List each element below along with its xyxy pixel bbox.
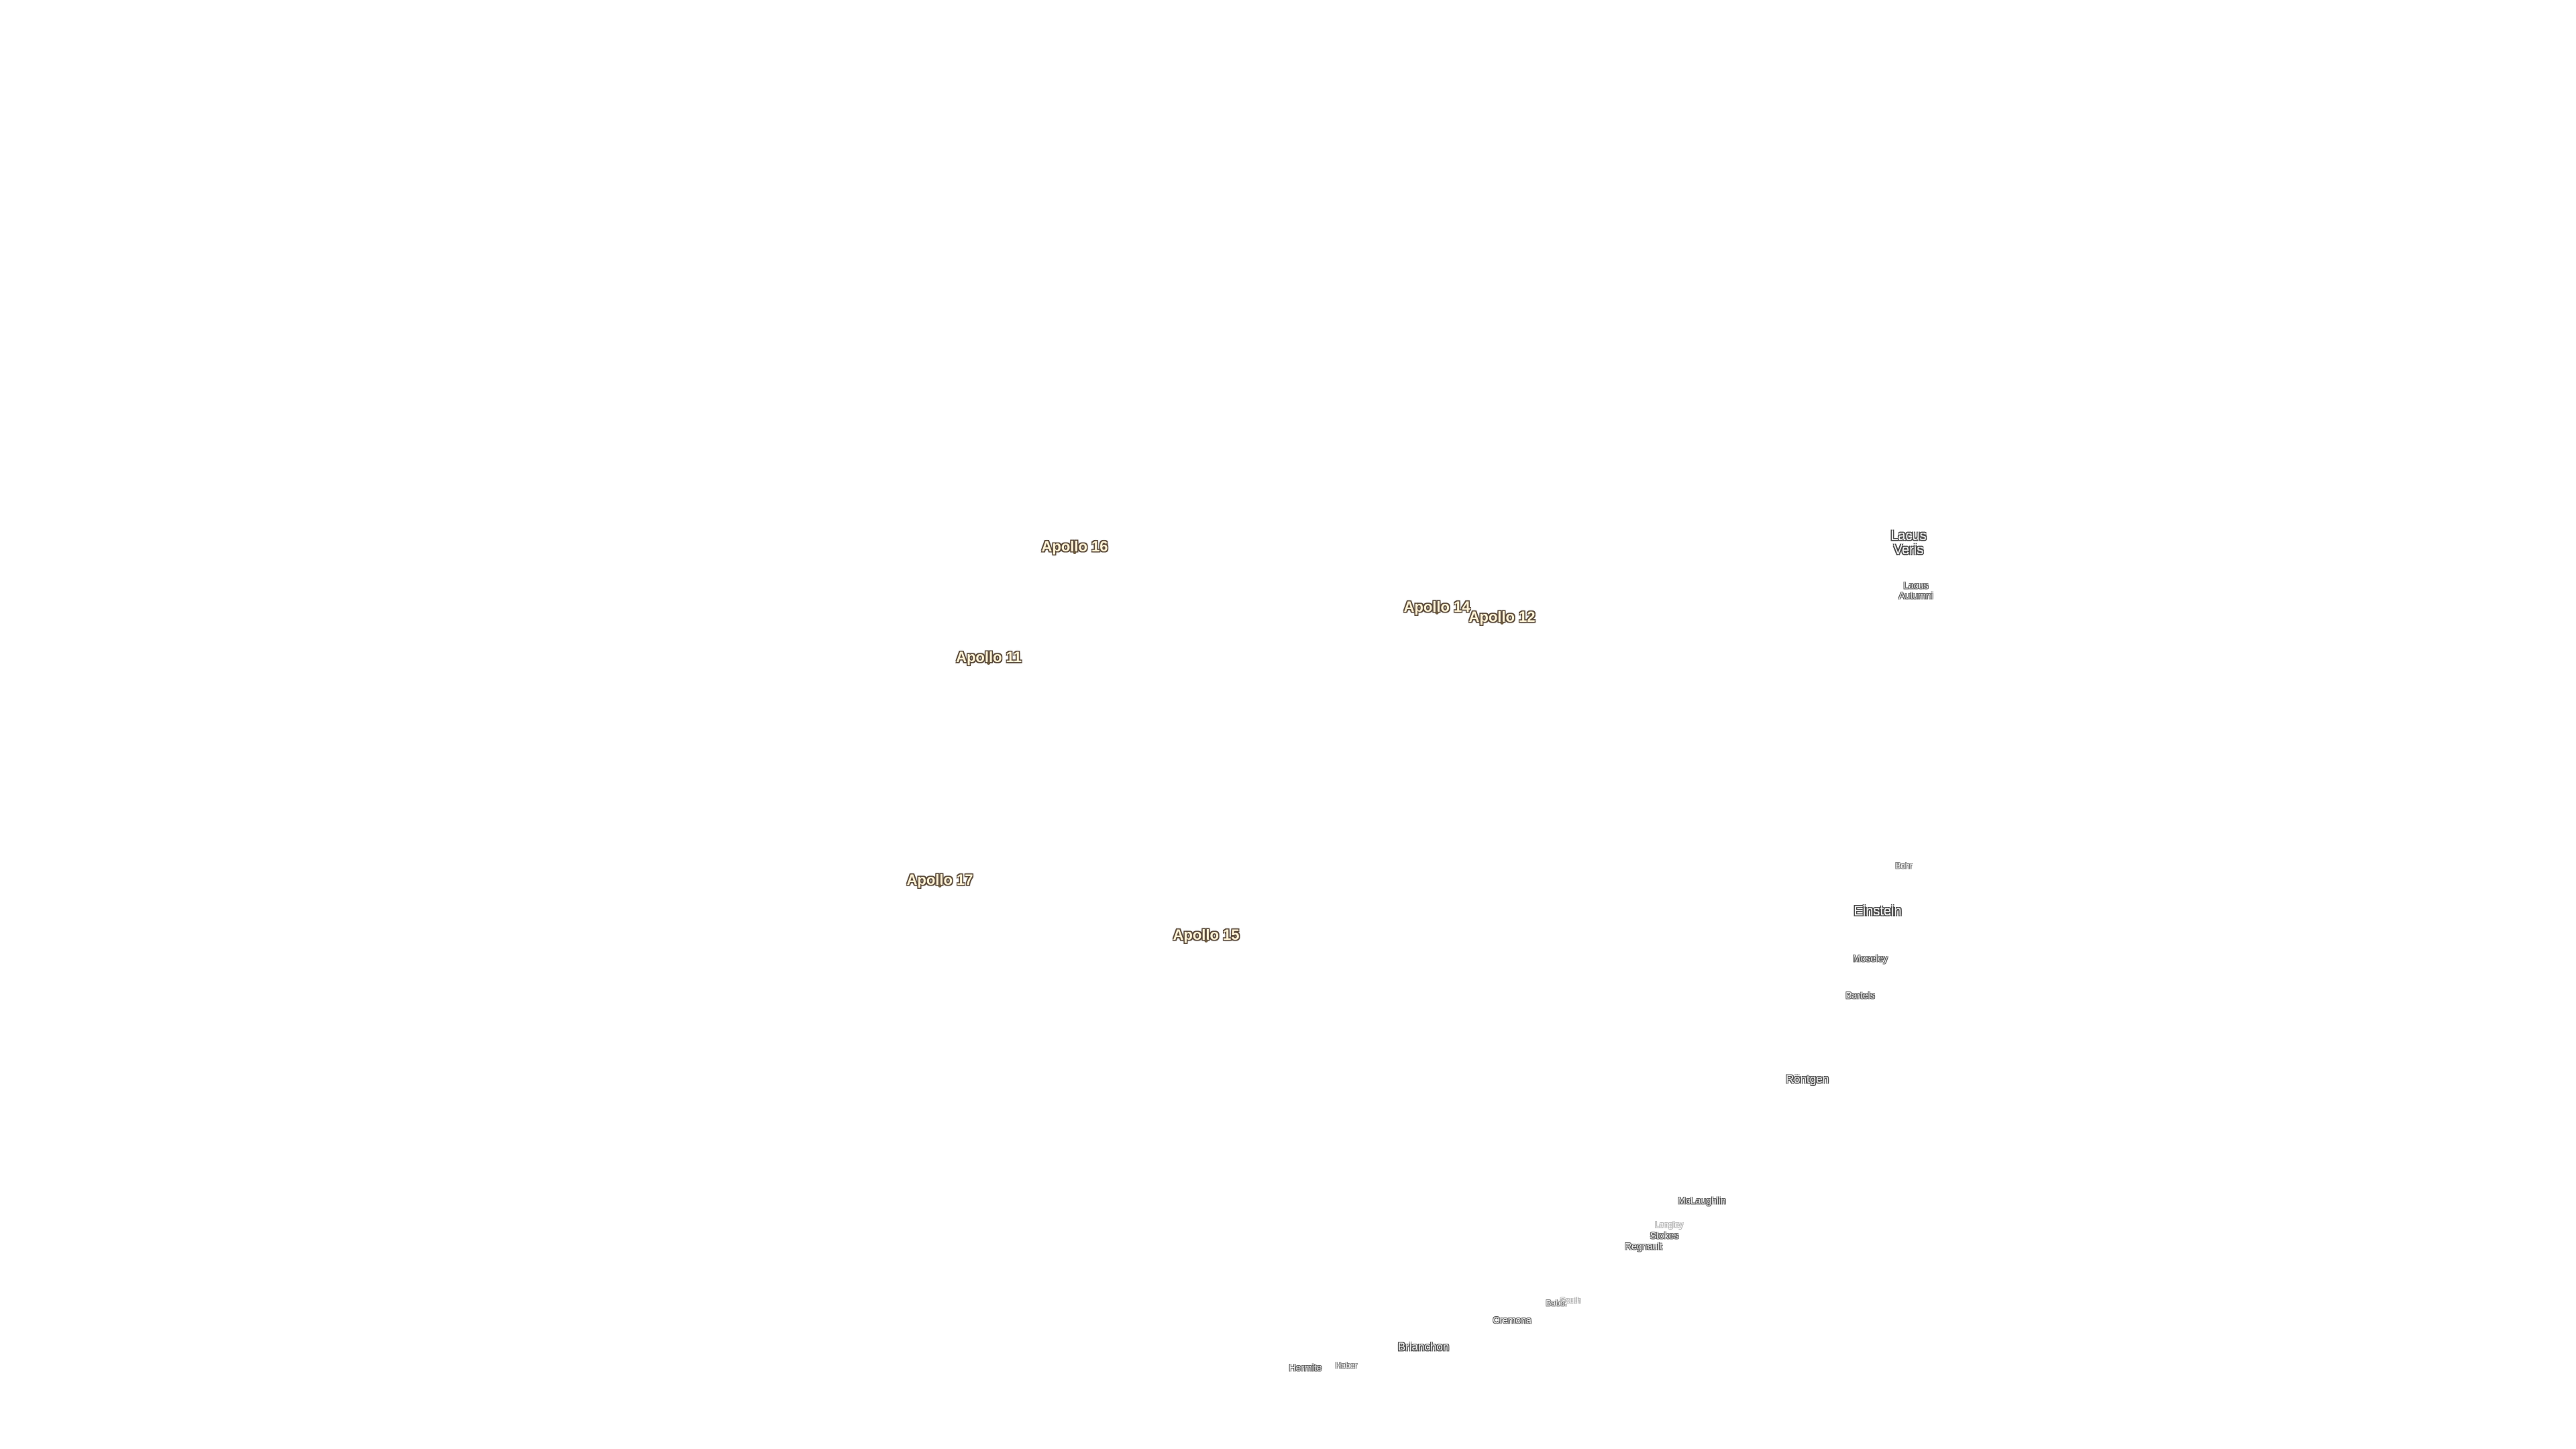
feature-lacus-veris-line1: Lacus xyxy=(1890,529,1927,543)
feature-lacus-autumni-line1: Lacus xyxy=(1903,580,1929,591)
feature-south[interactable]: South xyxy=(1560,1295,1581,1305)
feature-moseley[interactable]: Moseley xyxy=(1852,953,1888,964)
feature-lacus-autumni[interactable]: Lacus Autumni xyxy=(1898,580,1933,600)
landing-site-apollo-17[interactable]: Apollo 17 xyxy=(906,871,973,888)
feature-brianchon[interactable]: Brianchon xyxy=(1397,1340,1450,1354)
feature-babbage[interactable]: Babb. xyxy=(1546,1298,1567,1308)
feature-langley[interactable]: Langley xyxy=(1654,1220,1684,1230)
feature-stokes[interactable]: Stokes xyxy=(1650,1230,1679,1241)
feature-einstein[interactable]: Einstein xyxy=(1854,904,1902,919)
feature-lacus-veris-line2: Veris xyxy=(1893,543,1924,557)
feature-regnault[interactable]: Regnault xyxy=(1624,1240,1663,1252)
landing-site-apollo-14[interactable]: Apollo 14 xyxy=(1403,598,1470,615)
landing-site-apollo-11[interactable]: Apollo 11 xyxy=(956,649,1022,665)
landing-site-apollo-12[interactable]: Apollo 12 xyxy=(1468,608,1536,625)
feature-cremona[interactable]: Cremona xyxy=(1493,1314,1532,1326)
feature-bartels[interactable]: Bartels xyxy=(1845,989,1875,1001)
feature-haber[interactable]: Haber xyxy=(1335,1360,1358,1371)
feature-rontgen[interactable]: Röntgen xyxy=(1785,1073,1829,1086)
feature-bohr[interactable]: Bohr xyxy=(1895,861,1913,871)
feature-lacus-autumni-line2: Autumni xyxy=(1898,590,1933,600)
feature-mclaughlin[interactable]: McLaughlin xyxy=(1678,1195,1726,1206)
landing-site-apollo-16[interactable]: Apollo 16 xyxy=(1041,538,1108,555)
feature-lacus-veris[interactable]: Lacus Veris xyxy=(1890,529,1926,557)
feature-hermite[interactable]: Hermite xyxy=(1289,1362,1322,1373)
landing-site-apollo-15[interactable]: Apollo 15 xyxy=(1173,926,1240,943)
